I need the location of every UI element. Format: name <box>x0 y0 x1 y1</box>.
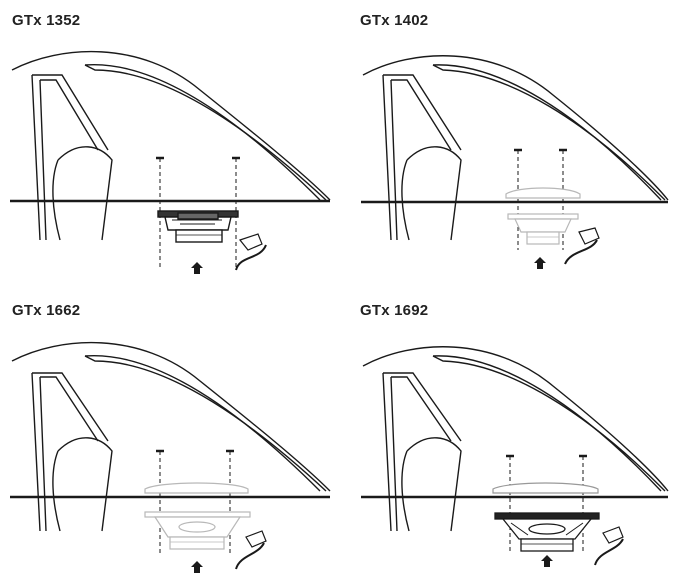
speaker-grille-icon <box>144 482 249 494</box>
speaker-icon <box>507 213 579 245</box>
diagram-panel-gtx-1352: GTx 1352 <box>0 0 342 290</box>
diagram-panel-gtx-1662: GTx 1662 <box>0 291 342 581</box>
up-arrow-icon <box>541 555 553 567</box>
installation-diagram <box>361 55 669 269</box>
installation-diagram <box>361 346 669 567</box>
speaker-grille-icon <box>492 482 599 494</box>
panel-title: GTx 1352 <box>12 12 81 29</box>
panel-title: GTx 1692 <box>360 302 429 319</box>
wire-connector-icon <box>235 233 267 271</box>
speaker-grille-icon <box>505 187 581 199</box>
installation-diagram <box>10 50 331 274</box>
screw-icon <box>514 148 567 250</box>
wire-connector-icon <box>564 227 600 265</box>
up-arrow-icon <box>191 262 203 274</box>
car-door-panel-icon <box>11 341 331 532</box>
car-door-panel-icon <box>362 346 669 532</box>
installation-diagram <box>10 341 331 573</box>
speaker-icon <box>157 210 239 243</box>
diagram-panel-gtx-1402: GTx 1402 <box>343 0 685 290</box>
screw-icon <box>506 454 587 551</box>
screw-icon <box>156 449 234 556</box>
up-arrow-icon <box>191 561 203 573</box>
wire-connector-icon <box>235 530 267 570</box>
car-door-panel-icon <box>362 55 669 241</box>
up-arrow-icon <box>534 257 546 269</box>
panel-title: GTx 1662 <box>12 302 81 319</box>
wire-connector-icon <box>594 526 624 566</box>
panel-title: GTx 1402 <box>360 12 429 29</box>
speaker-icon <box>144 511 251 550</box>
diagram-panel-gtx-1692: GTx 1692 <box>343 291 685 581</box>
car-door-panel-icon <box>11 50 331 241</box>
speaker-icon <box>494 512 600 552</box>
